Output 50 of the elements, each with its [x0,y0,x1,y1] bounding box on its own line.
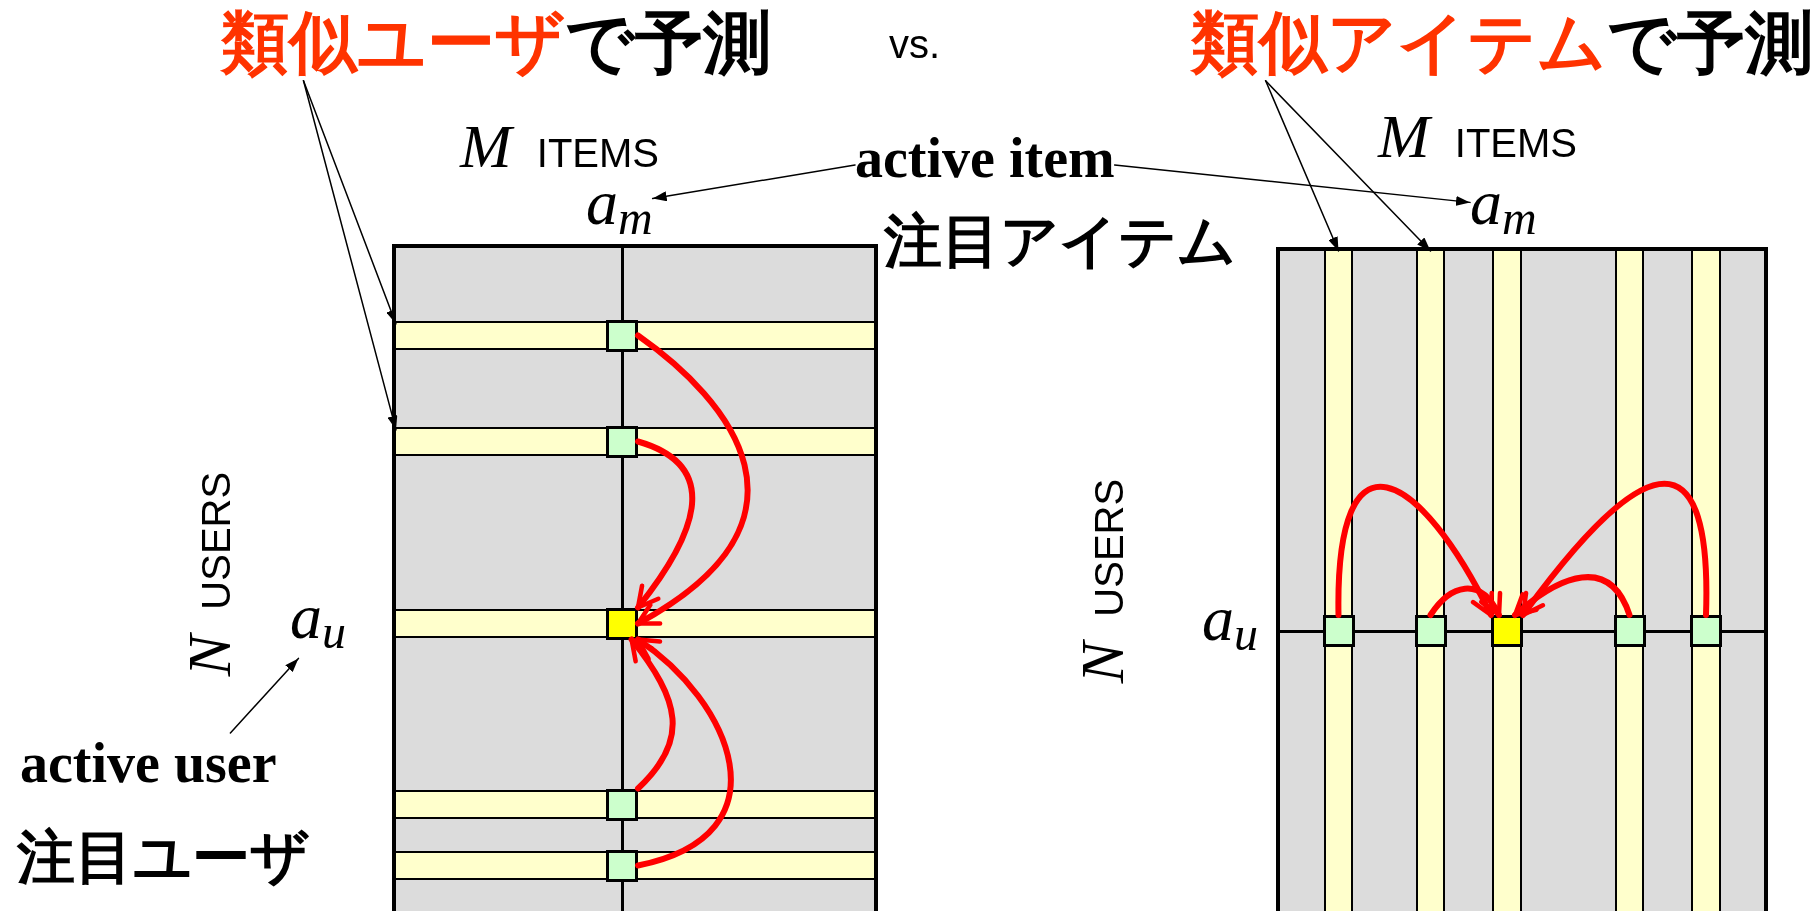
curved-arrow [635,636,734,869]
matrix-cell [1613,615,1646,647]
curved-arrow [635,438,695,611]
highlighted-row [396,790,874,819]
highlighted-row [396,427,874,456]
matrix-cell [1690,615,1722,647]
matrix-cell [1322,615,1355,647]
matrix-cell [606,849,638,882]
arrow [651,164,856,202]
heading: 類似アイテムで予測 [1191,6,1811,81]
highlighted-column [1615,251,1644,911]
curved-arrow [1512,574,1633,618]
axis-label: N USERS [1067,478,1137,684]
vs-text: vs. [889,22,941,66]
user-item-matrix [392,244,878,911]
curved-arrow [1520,480,1710,618]
arrow [302,80,397,325]
highlighted-column [1324,251,1353,911]
highlighted-row [396,609,874,638]
highlighted-column [1416,251,1445,911]
axis-label: N USERS [174,471,244,677]
active-cell [1491,615,1523,647]
user-item-matrix [1276,247,1768,911]
curved-arrow [635,332,751,627]
annotation-text: active user [20,733,277,795]
highlighted-row [396,851,874,880]
arrow [1264,80,1340,252]
curved-arrow [1335,484,1494,618]
highlighted-column [1492,251,1522,911]
matrix-cell [606,425,638,458]
math-symbol: a$_{m}$ [1470,168,1537,245]
curved-arrow [1427,585,1502,618]
heading: 類似ユーザで予測 [221,6,771,81]
math-symbol: a$_{u}$ [1202,584,1258,661]
arrow [1113,164,1471,206]
matrix-cell [606,788,638,821]
caption-text: 注目アイテム [884,210,1236,274]
arrow [1264,80,1432,252]
math-symbol: a$_{u}$ [290,582,346,659]
active-cell [606,607,638,640]
matrix-cell [1414,615,1447,647]
highlighted-row [396,321,874,350]
arrow [302,80,398,431]
curved-arrow [628,636,676,792]
annotation-text: active item [855,128,1115,190]
matrix-cell [606,319,638,352]
axis-label: M ITEMS [1378,102,1577,171]
arrow [229,657,300,734]
highlighted-column [1691,251,1721,911]
caption-text: 注目ユーザ [17,826,309,890]
